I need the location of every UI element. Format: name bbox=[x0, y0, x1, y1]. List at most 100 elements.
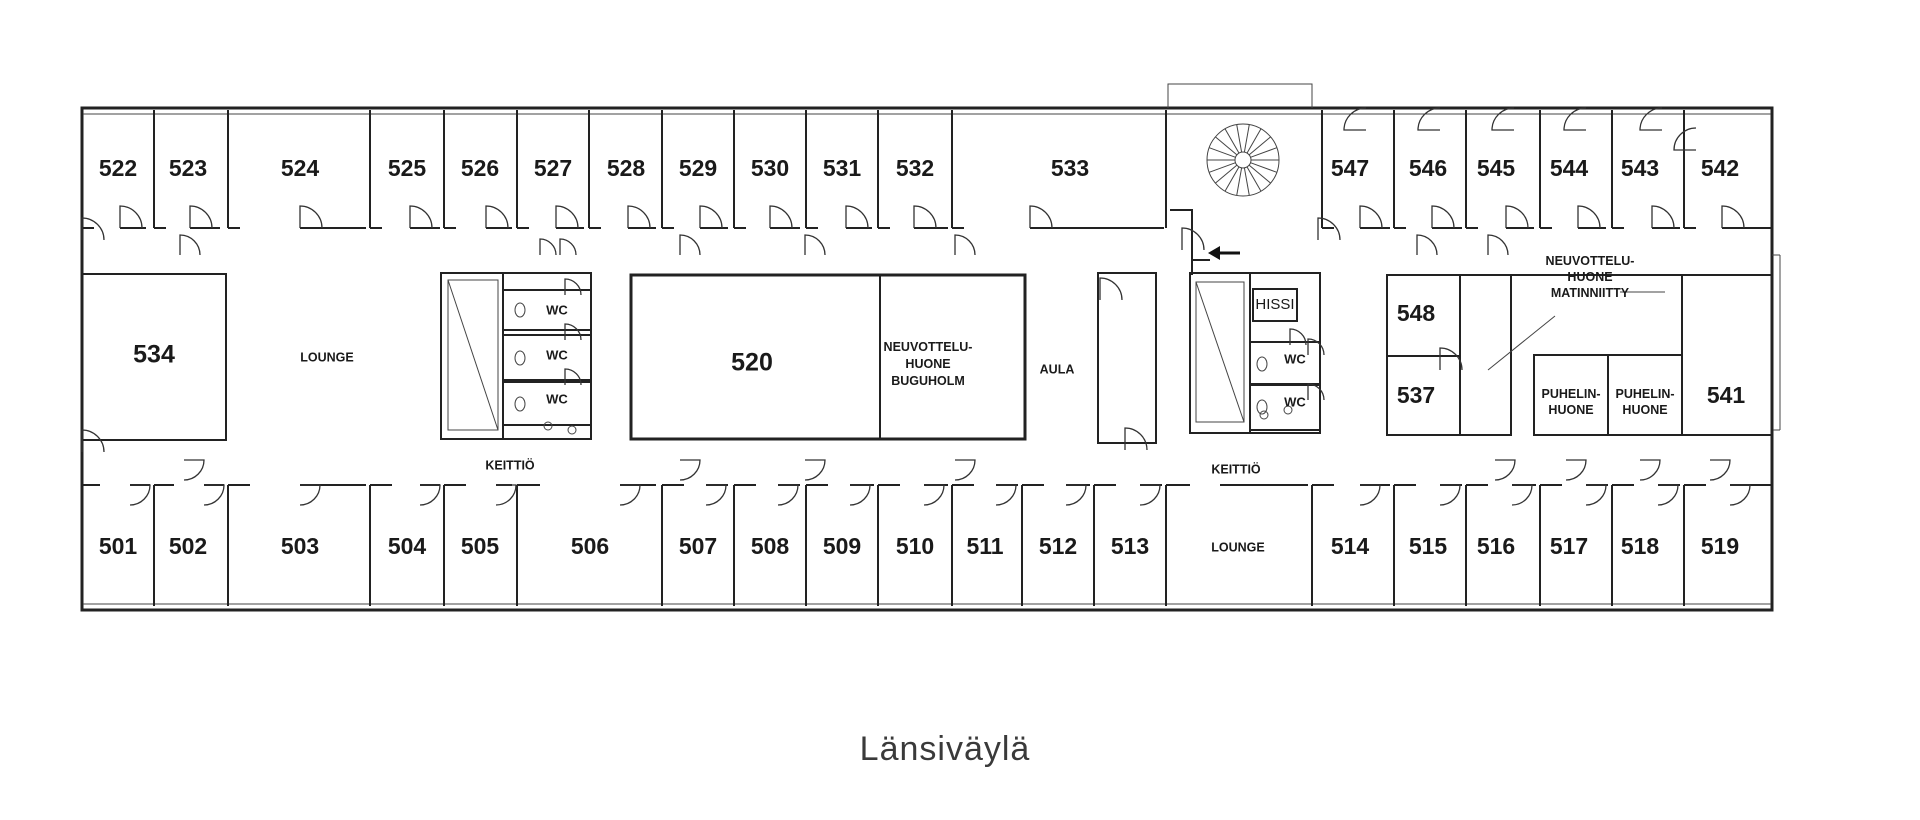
stair-step bbox=[1224, 128, 1240, 154]
sink-basin bbox=[543, 421, 553, 431]
sink-basin bbox=[1283, 405, 1293, 415]
building-walls bbox=[80, 83, 1781, 612]
wc-label: WC bbox=[546, 391, 568, 406]
stair-step bbox=[1250, 147, 1277, 158]
door-swing-icon bbox=[1181, 227, 1205, 251]
room-label-518: 518 bbox=[1621, 533, 1660, 559]
door-swing-icon bbox=[1065, 484, 1087, 506]
room-label-507: 507 bbox=[679, 533, 717, 559]
wc-west-1 bbox=[502, 289, 592, 331]
room-label-546: 546 bbox=[1409, 155, 1447, 181]
room-label-506: 506 bbox=[571, 533, 609, 559]
kitchen-label: KEITTIÖ bbox=[485, 457, 535, 472]
lounge-label: LOUNGE bbox=[300, 350, 353, 364]
door-swing-icon bbox=[485, 205, 509, 229]
leader-line bbox=[1487, 315, 1556, 371]
room-label-503: 503 bbox=[281, 533, 319, 559]
door-swing-icon bbox=[1029, 205, 1053, 229]
kitchen-west-outline bbox=[440, 272, 592, 440]
kitchen-counter bbox=[1195, 281, 1245, 423]
door-swing-icon bbox=[954, 234, 976, 256]
fixtures bbox=[514, 123, 1293, 435]
door-swing-icon bbox=[1577, 205, 1601, 229]
sink-basin bbox=[1259, 410, 1269, 420]
stair-step bbox=[1236, 124, 1243, 153]
door-swing-icon bbox=[804, 234, 826, 256]
stair-step bbox=[1248, 136, 1271, 156]
entrance-arrow-icon bbox=[1208, 246, 1240, 260]
door-swing-icon bbox=[1729, 484, 1751, 506]
door-swing-icon bbox=[1491, 107, 1515, 131]
stair-step bbox=[1248, 164, 1271, 184]
room-label-529: 529 bbox=[679, 155, 717, 181]
elevator-icon: HISSI bbox=[1255, 296, 1294, 313]
room-534-outline bbox=[81, 273, 227, 441]
door-swing-icon bbox=[183, 459, 205, 481]
door-swing-icon bbox=[705, 484, 727, 506]
door-swing-icon bbox=[1431, 205, 1455, 229]
stair-tower-outline bbox=[1167, 83, 1313, 108]
door-swing-icon bbox=[923, 484, 945, 506]
room-label-515: 515 bbox=[1409, 533, 1448, 559]
door-swing-icon bbox=[1124, 427, 1148, 451]
room-520-outline bbox=[629, 273, 1027, 441]
room-label-541: 541 bbox=[1707, 382, 1746, 408]
matinniitty-label-line: HUONE bbox=[1567, 270, 1612, 284]
room-label-544: 544 bbox=[1550, 155, 1589, 181]
door-swing-icon bbox=[769, 205, 793, 229]
door-swing-icon bbox=[299, 484, 321, 506]
room-label-512: 512 bbox=[1039, 533, 1077, 559]
door-swing-icon bbox=[189, 205, 213, 229]
room-label-514: 514 bbox=[1331, 533, 1370, 559]
stair-step bbox=[1246, 166, 1262, 192]
door-swing-icon bbox=[1651, 205, 1675, 229]
room-label-543: 543 bbox=[1621, 155, 1659, 181]
sink-basin bbox=[567, 425, 577, 435]
room-label-516: 516 bbox=[1477, 533, 1515, 559]
door-swing-icon bbox=[1505, 205, 1529, 229]
door-swing-icon bbox=[119, 205, 143, 229]
door-swing-icon bbox=[1657, 484, 1679, 506]
toilet-icon bbox=[514, 350, 526, 366]
door-swing-icon bbox=[564, 368, 582, 386]
toilet-bowl bbox=[514, 350, 526, 366]
door-swing-icon bbox=[804, 459, 826, 481]
door-swing-icon bbox=[1585, 484, 1607, 506]
room-label-513: 513 bbox=[1111, 533, 1149, 559]
door-swing-icon bbox=[409, 205, 433, 229]
door-swing-icon bbox=[913, 205, 937, 229]
room-label-508: 508 bbox=[751, 533, 790, 559]
wc-label: WC bbox=[1284, 351, 1306, 366]
door-swing-icon bbox=[619, 484, 641, 506]
room-label-522: 522 bbox=[99, 155, 137, 181]
door-swing-icon bbox=[1487, 234, 1509, 256]
sink-icon bbox=[1283, 405, 1293, 415]
kitchen-label: KEITTIÖ bbox=[1211, 461, 1261, 476]
puhelin-label: PUHELIN-HUONE bbox=[1615, 387, 1674, 417]
sink-icon bbox=[567, 425, 577, 435]
vestibule-wall bbox=[1170, 209, 1210, 275]
door-swing-icon bbox=[1307, 383, 1325, 401]
room-label-504: 504 bbox=[388, 533, 427, 559]
room-label-532: 532 bbox=[896, 155, 934, 181]
door-swing-icon bbox=[555, 205, 579, 229]
room-label-537: 537 bbox=[1397, 382, 1435, 408]
aula-label: AULA bbox=[1040, 362, 1075, 376]
room-541-outline bbox=[1681, 274, 1773, 436]
room-label-534: 534 bbox=[133, 341, 175, 369]
door-swing-icon bbox=[1139, 484, 1161, 506]
door-swing-icon bbox=[954, 459, 976, 481]
door-swing-icon bbox=[1673, 127, 1697, 151]
door-swing-icon bbox=[1289, 328, 1307, 346]
door-swing-icon bbox=[679, 459, 701, 481]
toilet-icon bbox=[514, 302, 526, 318]
door-swing-icon bbox=[179, 234, 201, 256]
toilet-icon bbox=[1256, 399, 1268, 415]
door-swing-icon bbox=[1439, 484, 1461, 506]
stair-step bbox=[1243, 124, 1250, 153]
room-label-510: 510 bbox=[896, 533, 934, 559]
wc-east-2 bbox=[1249, 384, 1321, 431]
kitchen-counter-line bbox=[447, 279, 499, 431]
stair-step bbox=[1236, 167, 1243, 196]
